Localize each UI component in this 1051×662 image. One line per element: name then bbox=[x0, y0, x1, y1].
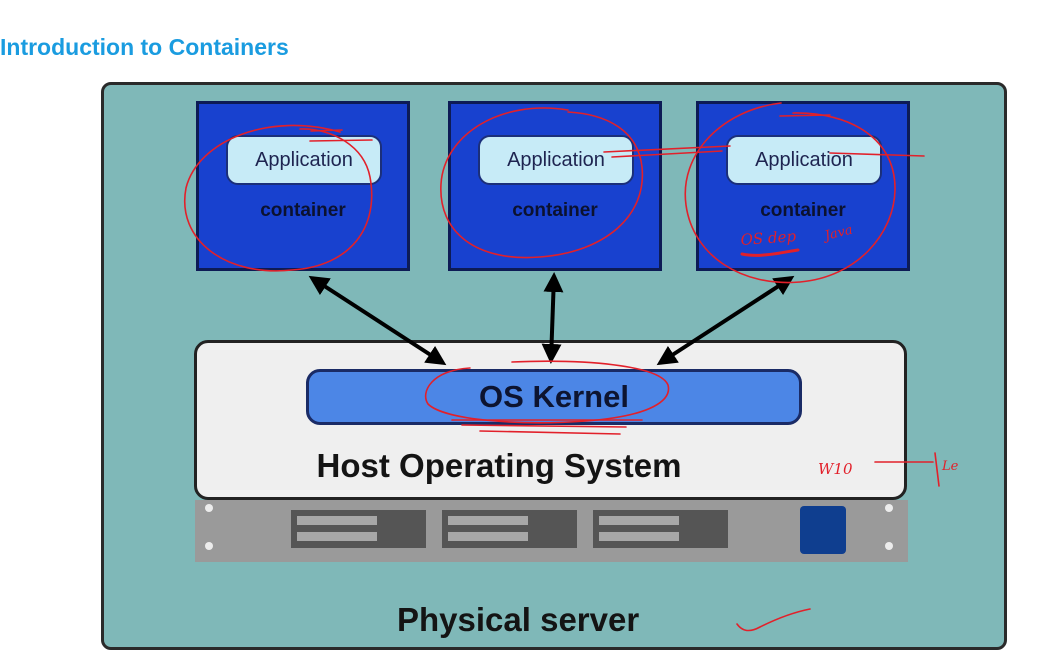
application-label-2: Application bbox=[478, 135, 634, 185]
server-rack bbox=[195, 500, 908, 562]
rack-screw-top-left bbox=[205, 504, 213, 512]
physical-server-label: Physical server bbox=[397, 601, 640, 638]
container-box-2: Application container bbox=[448, 101, 662, 271]
rack-screw-top-right bbox=[885, 504, 893, 512]
container-label-1: container bbox=[260, 200, 346, 221]
rack-screw-bottom-right bbox=[885, 542, 893, 550]
drive-bay-1 bbox=[291, 510, 426, 548]
host-operating-system-box: OS Kernel Host Operating System bbox=[194, 340, 907, 500]
container-box-3: Application container bbox=[696, 101, 910, 271]
os-kernel-bar: OS Kernel bbox=[306, 369, 802, 425]
drive-bay-2 bbox=[442, 510, 577, 548]
drive-bay-3 bbox=[593, 510, 728, 548]
rack-screw-bottom-left bbox=[205, 542, 213, 550]
page-title: Introduction to Containers bbox=[0, 34, 289, 60]
host-os-label: Host Operating System bbox=[316, 447, 682, 484]
power-button-icon bbox=[800, 506, 846, 554]
container-label-2: container bbox=[512, 200, 598, 221]
container-box-1: Application container bbox=[196, 101, 410, 271]
application-label-3: Application bbox=[726, 135, 882, 185]
container-label-3: container bbox=[760, 200, 846, 221]
application-label-1: Application bbox=[226, 135, 382, 185]
